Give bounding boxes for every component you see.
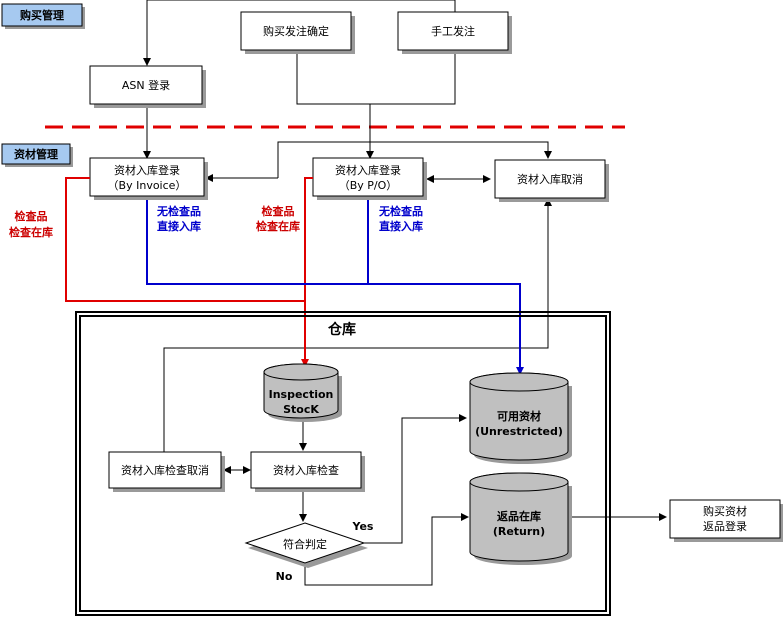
receipt-cancel-label: 资材入库取消: [517, 172, 583, 186]
annotation-inspect-mid: 检查品 检查在库: [256, 204, 300, 233]
return-register-line1: 购买资材: [703, 504, 747, 518]
node-receipt-cancel: 资材入库取消: [494, 159, 609, 202]
available-line2: (Unrestricted): [475, 425, 563, 438]
node-receipt-inspect: 资材入库检查: [250, 451, 365, 492]
po-confirm-label: 购买发注确定: [263, 24, 329, 38]
receipt-invoice-line2: （By Invoice）: [108, 179, 187, 192]
section-material-mgmt: 资材管理: [1, 143, 73, 167]
receipt-po-line2: （By P/O）: [339, 179, 398, 192]
no-inspect-right-line1: 无检查品: [378, 204, 423, 218]
warehouse-title: 仓库: [327, 321, 356, 338]
inspect-left-line1: 检查品: [15, 209, 48, 223]
node-judgment: 符合判定: [244, 522, 368, 568]
inspect-mid-line2: 检查在库: [256, 219, 300, 233]
material-connectors: [163, 141, 552, 452]
yes-label: Yes: [352, 520, 374, 533]
judgment-label: 符合判定: [283, 537, 327, 551]
no-inspect-left-line2: 直接入库: [157, 219, 201, 233]
annotation-no-inspect-left: 无检查品 直接入库: [156, 204, 201, 233]
section-purchase-mgmt: 购买管理: [1, 3, 85, 29]
inspection-stock-line2: StocK: [283, 403, 319, 416]
top-connectors: [143, 0, 456, 159]
receipt-inspect-label: 资材入库检查: [273, 463, 339, 477]
inspection-stock-line1: Inspection: [269, 388, 334, 401]
asn-register-label: ASN 登录: [122, 78, 170, 92]
no-inspect-right-line2: 直接入库: [379, 219, 423, 233]
node-receipt-po: 资材入库登录 （By P/O）: [312, 157, 427, 200]
inspect-mid-line1: 检查品: [262, 204, 295, 218]
node-asn-register: ASN 登录: [89, 65, 206, 108]
red-flow: [65, 177, 313, 367]
node-receipt-invoice: 资材入库登录 （By Invoice）: [89, 157, 208, 200]
inspect-cancel-label: 资材入库检查取消: [121, 463, 209, 477]
blue-flow: [146, 200, 524, 375]
node-inspect-cancel: 资材入库检查取消: [108, 451, 225, 492]
inspect-left-line2: 检查在库: [9, 225, 53, 239]
return-line2: (Return): [493, 525, 545, 538]
no-inspect-left-line1: 无检查品: [156, 204, 201, 218]
section-material-label: 资材管理: [14, 147, 58, 161]
annotation-no-inspect-right: 无检查品 直接入库: [378, 204, 423, 233]
warehouse-frame: 仓库: [75, 311, 611, 616]
node-po-confirm: 购买发注确定: [240, 11, 355, 54]
receipt-invoice-line1: 资材入库登录: [114, 163, 180, 177]
return-line1: 返品在库: [497, 509, 541, 523]
receipt-po-line1: 资材入库登录: [335, 163, 401, 177]
section-purchase-label: 购买管理: [20, 8, 64, 22]
cylinder-inspection-stock: Inspection StocK: [263, 363, 342, 422]
cylinder-return: 返品在库 (Return): [469, 472, 572, 565]
available-line1: 可用资材: [497, 409, 541, 423]
node-return-register: 购买资材 返品登录: [669, 499, 783, 542]
cylinder-available: 可用资材 (Unrestricted): [469, 372, 572, 464]
node-manual-order: 手工发注: [397, 11, 512, 54]
warehouse-connectors: [223, 414, 667, 586]
annotation-inspect-left: 检查品 检查在库: [9, 209, 53, 239]
manual-order-label: 手工发注: [431, 24, 475, 38]
no-label: No: [276, 570, 293, 583]
return-register-line2: 返品登录: [703, 519, 747, 533]
